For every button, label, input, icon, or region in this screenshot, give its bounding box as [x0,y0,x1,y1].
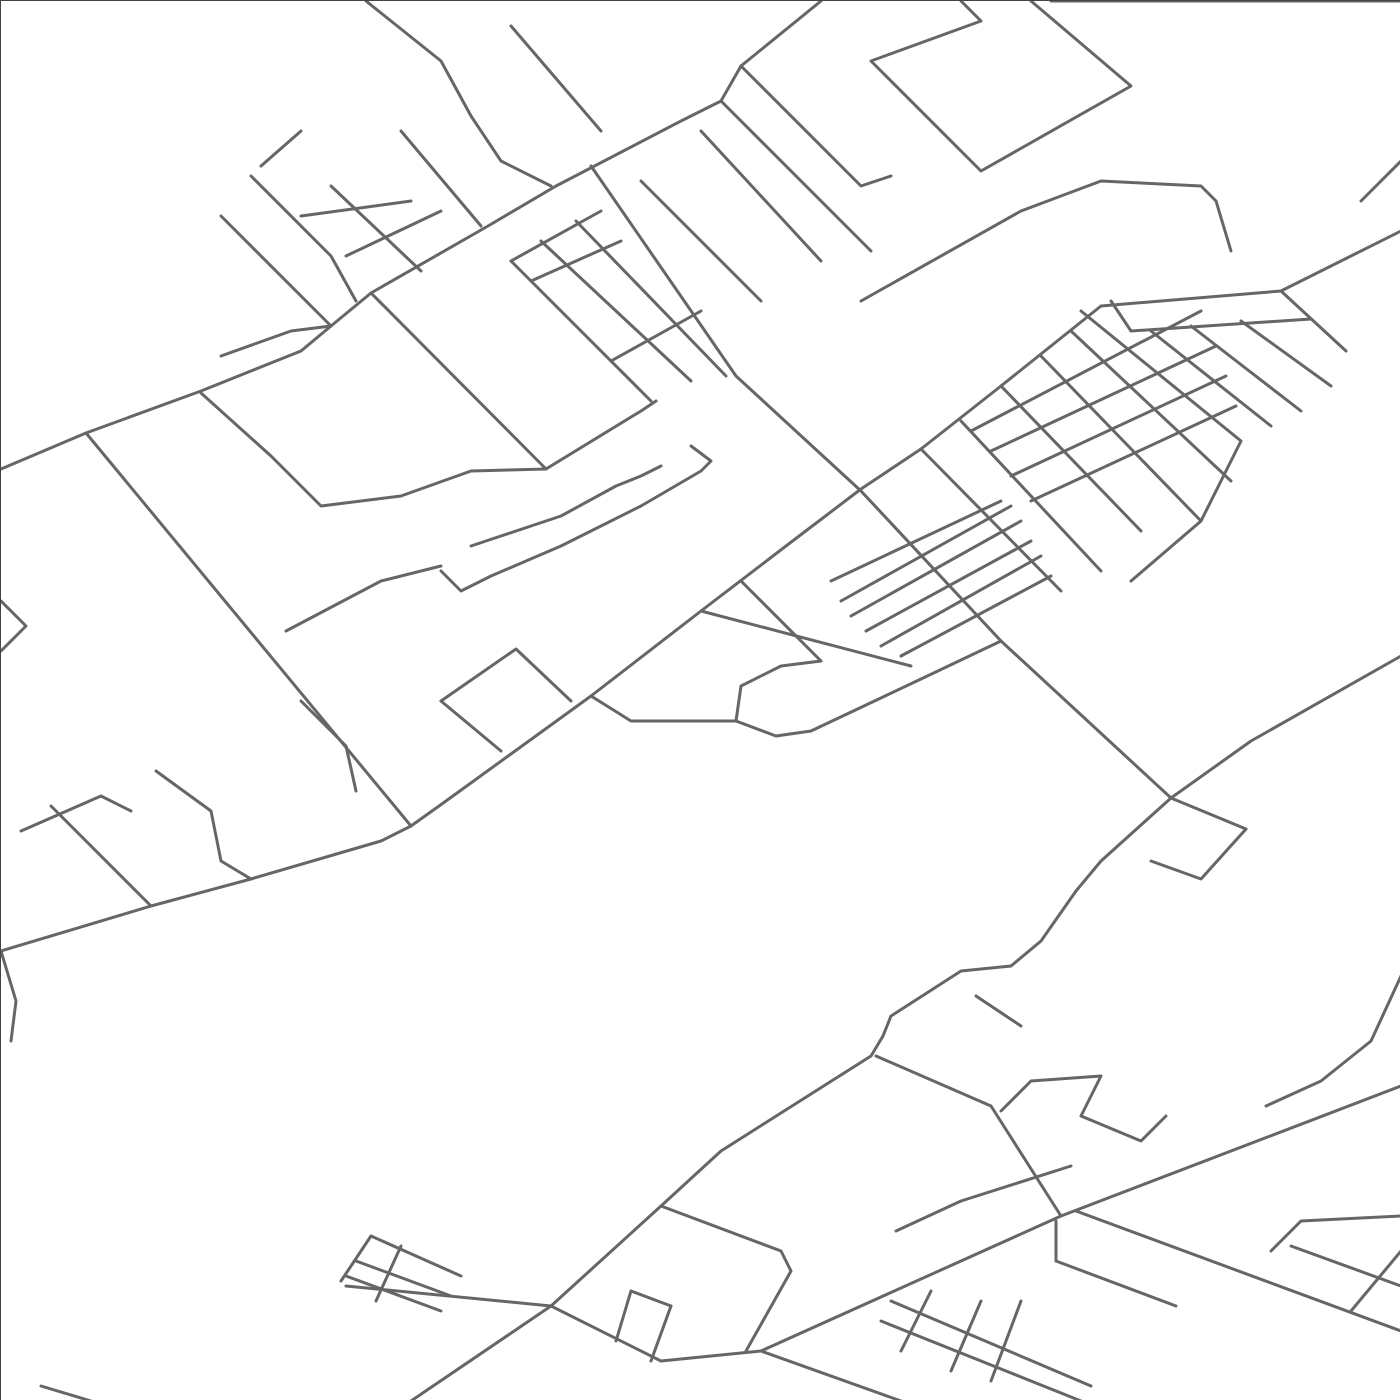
road [369,291,548,471]
road [1,599,28,653]
road [659,1204,793,1353]
road [49,804,153,908]
road [439,647,573,703]
road [364,1,553,188]
south-highway [759,1084,1400,1353]
road [1359,159,1400,203]
downtown-grid [259,129,1333,668]
road [439,699,503,753]
road [719,99,873,253]
south-road-east [1074,1209,1400,1333]
road [999,1074,1168,1143]
road [874,1054,1063,1218]
road [1149,827,1248,881]
road [299,699,358,793]
road [39,1384,93,1400]
road [1,949,18,1043]
road [739,64,893,188]
road [759,1349,903,1400]
road [1169,796,1248,831]
road [734,659,823,723]
river-road [409,654,1400,1400]
road [509,24,603,133]
highway-north [1,1,823,471]
road [219,324,333,358]
road [859,179,1233,303]
road [19,794,133,833]
road [974,994,1023,1028]
road [1109,299,1313,333]
road [199,391,658,508]
road [284,564,443,633]
south-grid [339,1219,1400,1400]
west-diagonal [84,431,413,828]
road-east [1279,289,1348,353]
road-diagonal-bridge [589,164,1173,800]
road [154,769,253,881]
road [469,464,663,548]
road [1264,974,1400,1108]
road [249,174,358,303]
road [219,214,333,328]
road [439,444,713,593]
highway-main [1,229,1400,953]
road [869,1,1133,173]
road [549,1304,763,1363]
road [1269,1214,1400,1253]
road [1079,309,1243,583]
road [894,1164,1073,1233]
road [829,499,1003,583]
road [589,639,1003,738]
